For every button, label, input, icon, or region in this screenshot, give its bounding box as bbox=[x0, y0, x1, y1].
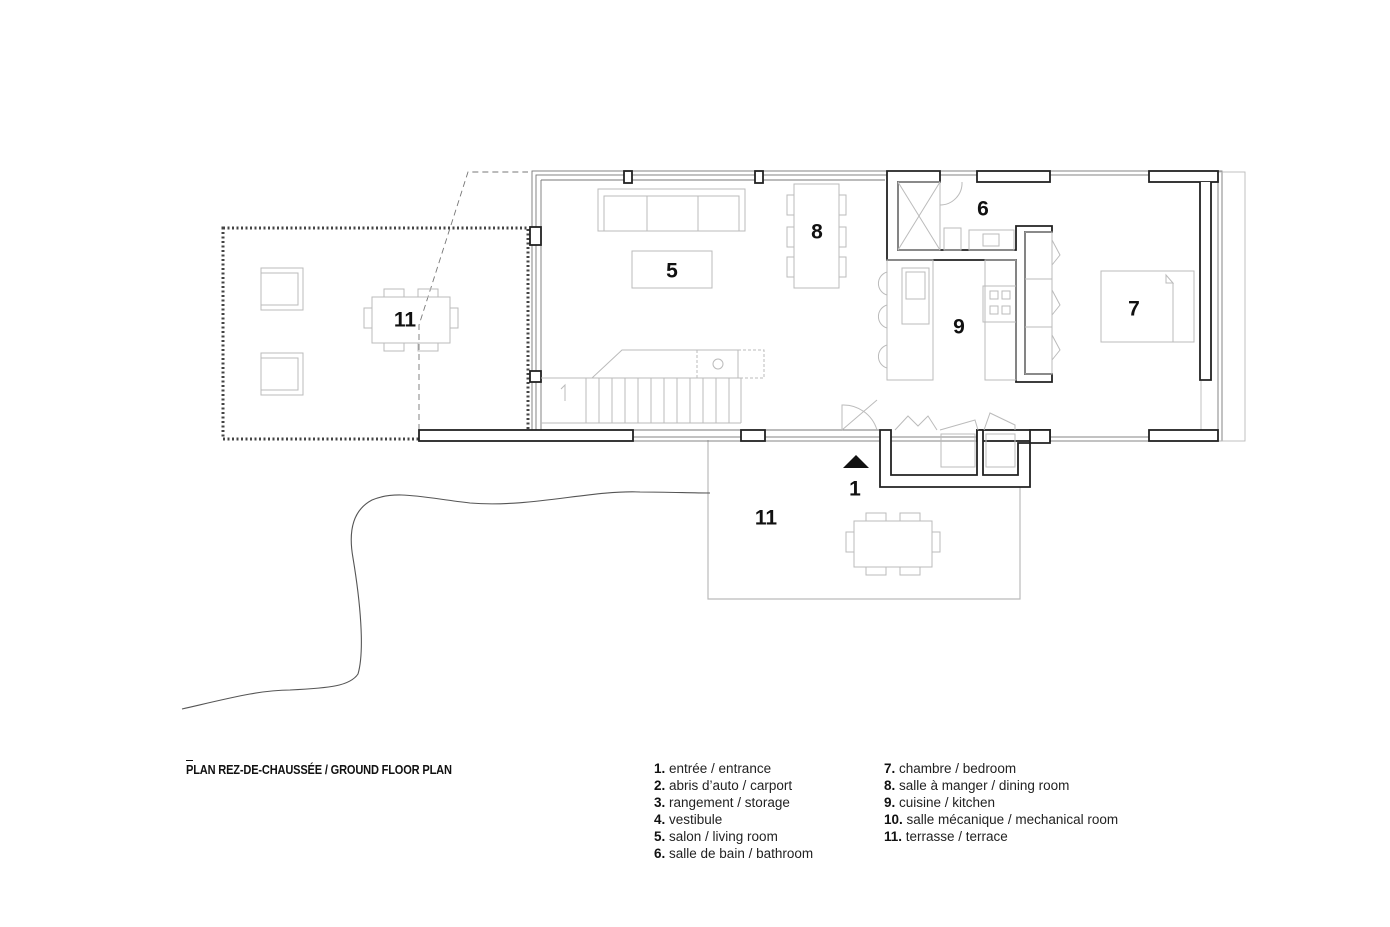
legend-item: 6. salle de bain / bathroom bbox=[654, 846, 814, 861]
room-label-7-bedroom: 7 bbox=[1128, 297, 1140, 321]
front-terrace bbox=[707, 440, 1021, 600]
room-label-11-front-terrace: 11 bbox=[754, 506, 778, 530]
legend-item: 3. rangement / storage bbox=[654, 795, 790, 810]
legend-item: 10. salle mécanique / mechanical room bbox=[884, 812, 1119, 827]
room-label-8-dining-room: 8 bbox=[811, 220, 823, 244]
room-label-9-kitchen: 9 bbox=[953, 315, 965, 339]
room-label-1-entrance: 1 bbox=[849, 477, 861, 501]
legend-column-2: 7. chambre / bedroom 8. salle à manger /… bbox=[884, 760, 1118, 845]
title-mark bbox=[186, 760, 193, 761]
legend-item: 1. entrée / entrance bbox=[654, 761, 772, 776]
entrance-arrow-icon bbox=[843, 455, 869, 468]
legend-item: 11. terrasse / terrace bbox=[884, 829, 1008, 844]
house-walls bbox=[418, 170, 1246, 488]
interior-furniture bbox=[541, 181, 1195, 468]
room-label-11-rear-terrace: 11 bbox=[393, 308, 417, 332]
room-label-6-bathroom: 6 bbox=[977, 197, 989, 221]
legend-item: 8. salle à manger / dining room bbox=[884, 778, 1070, 793]
room-label-5-living-room: 5 bbox=[666, 259, 678, 283]
plan-title: PLAN REZ-DE-CHAUSSÉE / GROUND FLOOR PLAN bbox=[186, 762, 452, 777]
terrain-contour-line bbox=[181, 491, 711, 710]
legend-item: 2. abris d’auto / carport bbox=[654, 778, 793, 793]
legend-column-1: 1. entrée / entrance 2. abris d’auto / c… bbox=[654, 760, 813, 862]
legend-item: 9. cuisine / kitchen bbox=[884, 795, 996, 810]
legend-item: 4. vestibule bbox=[654, 812, 723, 827]
legend-item: 7. chambre / bedroom bbox=[884, 761, 1017, 776]
legend-item: 5. salon / living room bbox=[654, 829, 778, 844]
left-terrace-deck bbox=[221, 171, 530, 441]
